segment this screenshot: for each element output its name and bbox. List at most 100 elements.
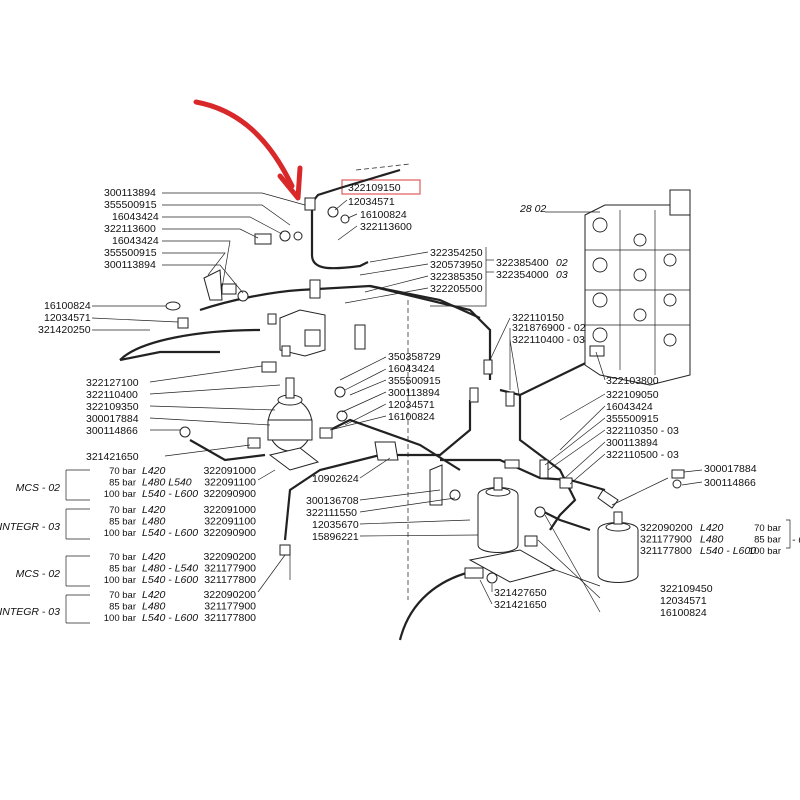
label-322109350: 322109350 (86, 401, 139, 413)
table-l-range: L420 (142, 504, 166, 516)
accumulator-right (597, 489, 639, 583)
label-12034571-c: 12034571 (388, 399, 435, 411)
table-group-suffix: - 0 (792, 534, 800, 546)
label-322385400: 322385400 (496, 257, 549, 269)
label-16100824-d: 16100824 (660, 607, 707, 619)
table-bar-value: 100 bar (104, 489, 136, 500)
table-bar-value: 70 bar (109, 466, 136, 477)
label-322110150: 322110150 (512, 312, 564, 324)
table-l-range: L540 - L600 (142, 527, 198, 539)
label-321421650-a: 321421650 (86, 451, 139, 463)
table-part-code: 322090200 (203, 551, 256, 563)
table-part-code: 322090200 (640, 522, 693, 534)
table-l-range: L420 (142, 465, 166, 477)
label-322113600-b: 322113600 (360, 221, 412, 233)
label-12034571-a: 12034571 (44, 312, 91, 324)
label-322385350: 322385350 (430, 271, 483, 283)
label-300136708: 300136708 (306, 495, 359, 507)
label-322111550: 322111550 (306, 507, 357, 519)
table-part-code: 322091100 (204, 516, 256, 528)
highlight-arrow-icon (193, 99, 303, 201)
table-group-label: INTEGR - 03 (0, 606, 60, 618)
table-part-code: 322091000 (203, 504, 256, 516)
label-view-28-02: 28 02 (519, 203, 546, 215)
center-valve-block (267, 279, 366, 357)
label-321421650-b: 321421650 (494, 599, 547, 611)
label-16043424-b: 16043424 (112, 235, 159, 247)
table-bar-value: 85 bar (109, 564, 136, 575)
table-part-code: 322090200 (203, 589, 256, 601)
label-321420250: 321420250 (38, 324, 91, 336)
table-l-range: L540 - L600 (142, 574, 198, 586)
label-16043424-c: 16043424 (388, 363, 435, 375)
label-355500915-a: 355500915 (104, 199, 157, 211)
table-bar-value: 100 bar (104, 613, 136, 624)
table-brackets (65, 469, 791, 624)
part-labels: 300113894 355500915 16043424 322113600 1… (38, 182, 757, 619)
label-355500915-c: 355500915 (388, 375, 441, 387)
label-322354000: 322354000 (496, 269, 549, 281)
label-322109450: 322109450 (660, 583, 713, 595)
table-l-range: L480 - L540 (142, 563, 198, 575)
table-bar-value: 70 bar (109, 552, 136, 563)
table-part-code: 322091100 (204, 477, 256, 489)
label-suffix-03-a: 03 (556, 269, 568, 281)
label-322109150-highlighted: 322109150 (348, 182, 401, 194)
fittings (165, 197, 685, 584)
table-part-code: 321177800 (640, 545, 692, 557)
label-300113894-a: 300113894 (104, 187, 156, 199)
label-12035670: 12035670 (312, 519, 359, 531)
label-15896221: 15896221 (312, 531, 359, 543)
table-bar-value: 85 bar (109, 478, 136, 489)
label-322110500-03: 322110500 - 03 (606, 449, 679, 461)
table-l-range: L420 (700, 522, 724, 534)
label-300114866-a: 300114866 (86, 425, 138, 437)
label-322110400-03: 322110400 - 03 (512, 334, 585, 346)
label-suffix-02-a: 02 (556, 257, 568, 269)
table-bar-value: 70 bar (109, 505, 136, 516)
table-bar-value: 85 bar (109, 517, 136, 528)
label-16100824-c: 16100824 (388, 411, 435, 423)
label-16043424-a: 16043424 (112, 211, 159, 223)
table-part-code: 322090900 (203, 527, 256, 539)
table-l-range: L480 (700, 534, 724, 546)
label-12034571-b: 12034571 (348, 196, 395, 208)
table-bar-value: 70 bar (109, 590, 136, 601)
label-321876900-02: 321876900 - 02 (512, 322, 586, 334)
label-322103800: 322103800 (606, 375, 659, 387)
label-12034571-d: 12034571 (660, 595, 707, 607)
table-part-code: 321177900 (204, 563, 256, 575)
table-part-code: 322091000 (203, 465, 256, 477)
label-355500915-b: 355500915 (104, 247, 157, 259)
label-300113894-c: 300113894 (388, 387, 440, 399)
table-bar-value: 85 bar (754, 535, 781, 546)
table-l-range: L480 (142, 516, 166, 528)
table-bar-value: 100 bar (749, 546, 781, 557)
table-group-label: MCS - 02 (16, 568, 61, 580)
table-l-range: L540 - L600 (142, 488, 198, 500)
label-322109050: 322109050 (606, 389, 659, 401)
label-322205500: 322205500 (430, 283, 483, 295)
label-16100824-b: 16100824 (360, 209, 407, 221)
table-bar-value: 100 bar (104, 528, 136, 539)
label-300113894-b: 300113894 (104, 259, 156, 271)
valve-block-assembly (545, 189, 691, 386)
table-l-range: L420 (142, 551, 166, 563)
table-part-code: 321177900 (640, 534, 692, 546)
label-320573950: 320573950 (430, 259, 483, 271)
table-l-range: L480 (142, 601, 166, 613)
table-group-label: MCS - 02 (16, 482, 61, 494)
label-300114866-b: 300114866 (704, 477, 756, 489)
table-part-code: 321177800 (204, 612, 256, 624)
table-bar-value: 85 bar (109, 602, 136, 613)
label-10902624: 10902624 (312, 473, 359, 485)
label-322110350-03: 322110350 - 03 (606, 425, 679, 437)
table-part-code: 321177900 (204, 601, 256, 613)
accumulator-left (267, 377, 320, 471)
label-322113600-a: 322113600 (104, 223, 156, 235)
leader-lines (91, 192, 703, 613)
table-group-label: INTEGR - 03 (0, 521, 60, 533)
